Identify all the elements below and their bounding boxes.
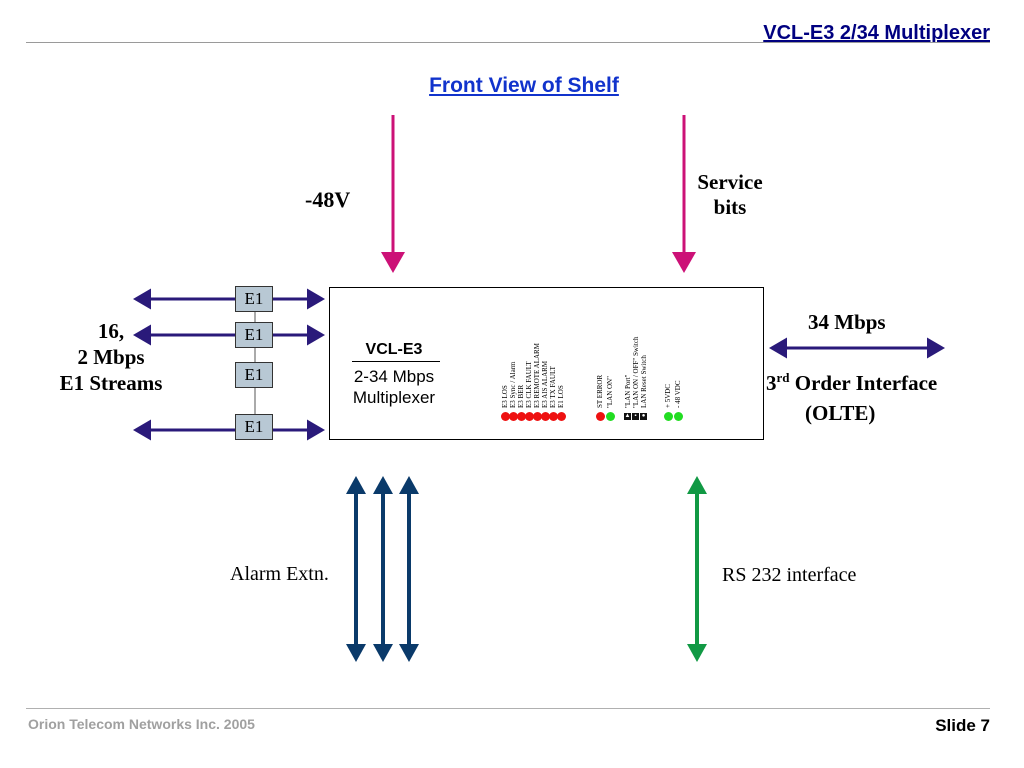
order-superscript: rd — [776, 370, 790, 385]
led-indicator — [509, 412, 518, 421]
streams-line2: 2 Mbps — [77, 345, 145, 369]
led-label: E1 LOS — [557, 385, 565, 408]
mux-desc-line2: Multiplexer — [352, 388, 436, 407]
led-indicator — [501, 412, 510, 421]
led-label: E3 AIS ALARM — [541, 360, 549, 408]
streams-line1: 16, — [97, 319, 125, 343]
e1-box: E1 — [235, 414, 273, 440]
e1-box: E1 — [235, 322, 273, 348]
e1-box: E1 — [235, 286, 273, 312]
mux-description: 2-34 Mbps Multiplexer — [340, 366, 448, 408]
led-indicator — [596, 412, 605, 421]
rate-label: 34 Mbps — [808, 310, 886, 334]
lan-switch-icon: ▪ — [632, 413, 639, 420]
alarm-extn-label: Alarm Extn. — [230, 563, 329, 585]
e1-streams-label: 16, 2 Mbps E1 Streams — [36, 318, 186, 396]
footer-divider — [26, 708, 990, 709]
led-label: E3 TX FAULT — [549, 366, 557, 408]
led-label: E3 REMOTE ALARM — [533, 343, 541, 408]
service-label-line2: bits — [713, 195, 747, 219]
led-indicator — [557, 412, 566, 421]
switch-label: "LAN ON / OFF" Switch — [632, 336, 640, 408]
e1-box: E1 — [235, 362, 273, 388]
header-divider — [26, 42, 990, 43]
streams-line3: E1 Streams — [59, 371, 163, 395]
led-indicator — [533, 412, 542, 421]
led-indicator — [517, 412, 526, 421]
lan-port-icon: ▲ — [624, 413, 631, 420]
mux-model-rule — [352, 361, 440, 362]
led-indicator — [674, 412, 683, 421]
led-indicator — [525, 412, 534, 421]
slide-title: VCL-E3 2/34 Multiplexer — [763, 22, 990, 44]
service-bits-label: Service bits — [680, 170, 780, 220]
led-indicator — [606, 412, 615, 421]
switch-label: "LAN Port" — [624, 374, 632, 408]
rs232-label: RS 232 interface — [722, 564, 857, 586]
led-label: "LAN ON" — [606, 376, 614, 408]
diagram-subtitle[interactable]: Front View of Shelf — [429, 74, 619, 97]
led-label: E3 Sync / Alarm — [509, 361, 517, 408]
switch-label: LAN Reset Switch — [640, 355, 648, 408]
order-text: Order Interface — [789, 371, 938, 395]
mux-desc-line1: 2-34 Mbps — [353, 367, 435, 386]
lan-reset-icon: ● — [640, 413, 647, 420]
footer-company: Orion Telecom Networks Inc. 2005 — [28, 716, 255, 732]
power-led-label: - 48 VDC — [674, 380, 682, 408]
multiplexer-unit: VCL-E3 2-34 Mbps Multiplexer E3 LOS E3 S… — [329, 287, 764, 440]
power-led-label: + 5VDC — [664, 384, 672, 408]
led-indicator — [541, 412, 550, 421]
slide-number: Slide 7 — [935, 716, 990, 735]
olte-label: (OLTE) — [805, 401, 876, 425]
led-label: E3 LOS — [501, 385, 509, 408]
led-label: E3 CLK FAULT — [525, 361, 533, 408]
order-interface-label: 3rd Order Interface — [766, 370, 937, 396]
led-indicator — [549, 412, 558, 421]
mux-model: VCL-E3 — [365, 341, 423, 358]
led-indicator — [664, 412, 673, 421]
led-label: E3 BER — [517, 384, 525, 408]
service-label-line1: Service — [697, 170, 763, 194]
order-number: 3 — [766, 371, 777, 395]
led-label: ST ERROR — [596, 374, 604, 408]
power-label: -48V — [305, 187, 351, 212]
